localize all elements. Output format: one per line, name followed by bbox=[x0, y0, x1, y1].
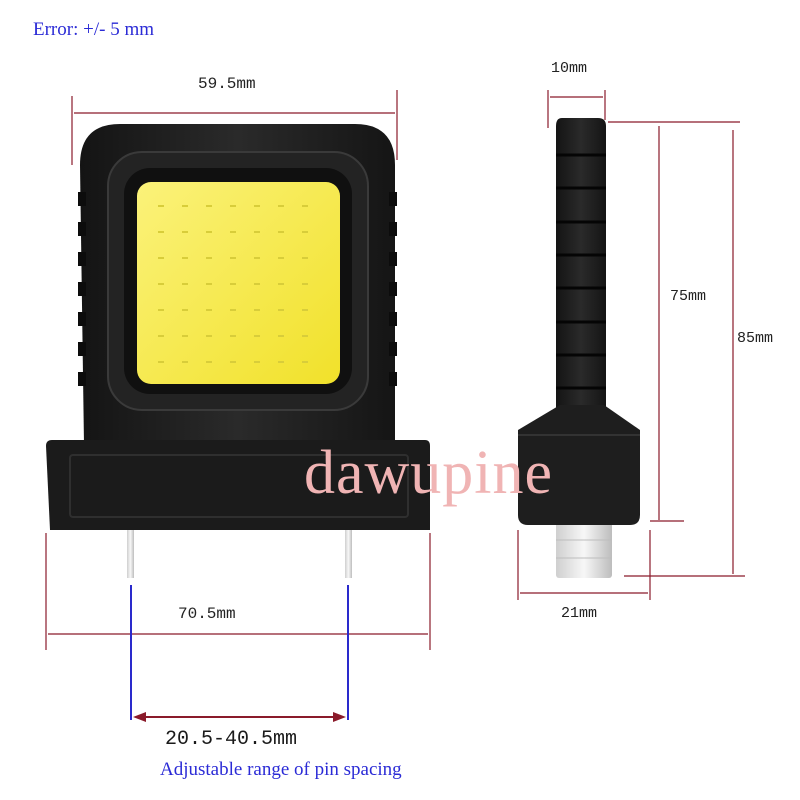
error-note: Error: +/- 5 mm bbox=[33, 19, 154, 40]
housing-ribs bbox=[78, 192, 397, 386]
side-pin-lines bbox=[556, 539, 612, 559]
plug-base bbox=[46, 440, 430, 530]
watermark: dawupine bbox=[304, 439, 554, 507]
plug-base-panel bbox=[69, 454, 409, 518]
body-height-label: 75mm bbox=[670, 288, 707, 305]
base-depth-label: 21mm bbox=[561, 605, 598, 622]
side-pin bbox=[556, 522, 612, 578]
front-width-label: 59.5mm bbox=[198, 75, 256, 93]
side-housing bbox=[556, 118, 606, 410]
dimension-lines bbox=[45, 90, 745, 650]
base-width-label: 70.5mm bbox=[178, 605, 236, 623]
pin-spacing-guide bbox=[130, 585, 349, 722]
total-height-label: 85mm bbox=[737, 330, 774, 347]
pin-spacing-note: Adjustable range of pin spacing bbox=[160, 759, 402, 780]
front-view bbox=[46, 124, 430, 578]
led-grid bbox=[158, 205, 322, 363]
side-ribs bbox=[556, 153, 606, 390]
left-pin bbox=[127, 528, 134, 578]
pin-spacing-label: 20.5-40.5mm bbox=[165, 728, 298, 751]
cob-led-panel bbox=[137, 182, 340, 384]
side-thickness-label: 10mm bbox=[551, 60, 588, 77]
side-view bbox=[518, 118, 640, 578]
right-pin bbox=[345, 528, 352, 578]
